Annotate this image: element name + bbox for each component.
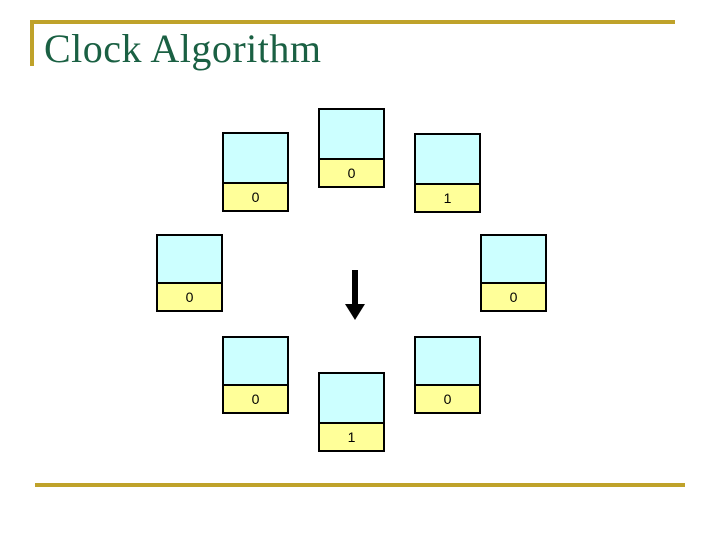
reference-bit-value: 0	[482, 282, 545, 310]
reference-bit-value: 0	[224, 182, 287, 210]
page-frame-bottom-center[interactable]: 1	[318, 372, 385, 452]
page-frame-bottom-right[interactable]: 0	[414, 336, 481, 414]
page-frame-body	[482, 236, 545, 282]
page-frame-middle-left[interactable]: 0	[156, 234, 223, 312]
title-rule-left	[30, 20, 34, 66]
page-frame-bottom-left[interactable]: 0	[222, 336, 289, 414]
page-frame-body	[416, 135, 479, 183]
reference-bit-value: 0	[320, 158, 383, 186]
page-frame-body	[224, 338, 287, 384]
page-frame-top-right[interactable]: 1	[414, 133, 481, 213]
reference-bit-value: 1	[320, 422, 383, 450]
page-frame-middle-right[interactable]: 0	[480, 234, 547, 312]
page-frame-body	[224, 134, 287, 182]
page-frame-top-center[interactable]: 0	[318, 108, 385, 188]
reference-bit-value: 1	[416, 183, 479, 211]
clock-hand-arrow-icon	[345, 270, 365, 320]
page-frame-top-left[interactable]: 0	[222, 132, 289, 212]
page-frame-body	[158, 236, 221, 282]
page-frame-body	[416, 338, 479, 384]
page-frame-body	[320, 110, 383, 158]
reference-bit-value: 0	[224, 384, 287, 412]
page-frame-body	[320, 374, 383, 422]
title-rule-top	[30, 20, 675, 24]
page-title: Clock Algorithm	[44, 26, 322, 71]
reference-bit-value: 0	[158, 282, 221, 310]
reference-bit-value: 0	[416, 384, 479, 412]
footer-rule	[35, 483, 685, 487]
